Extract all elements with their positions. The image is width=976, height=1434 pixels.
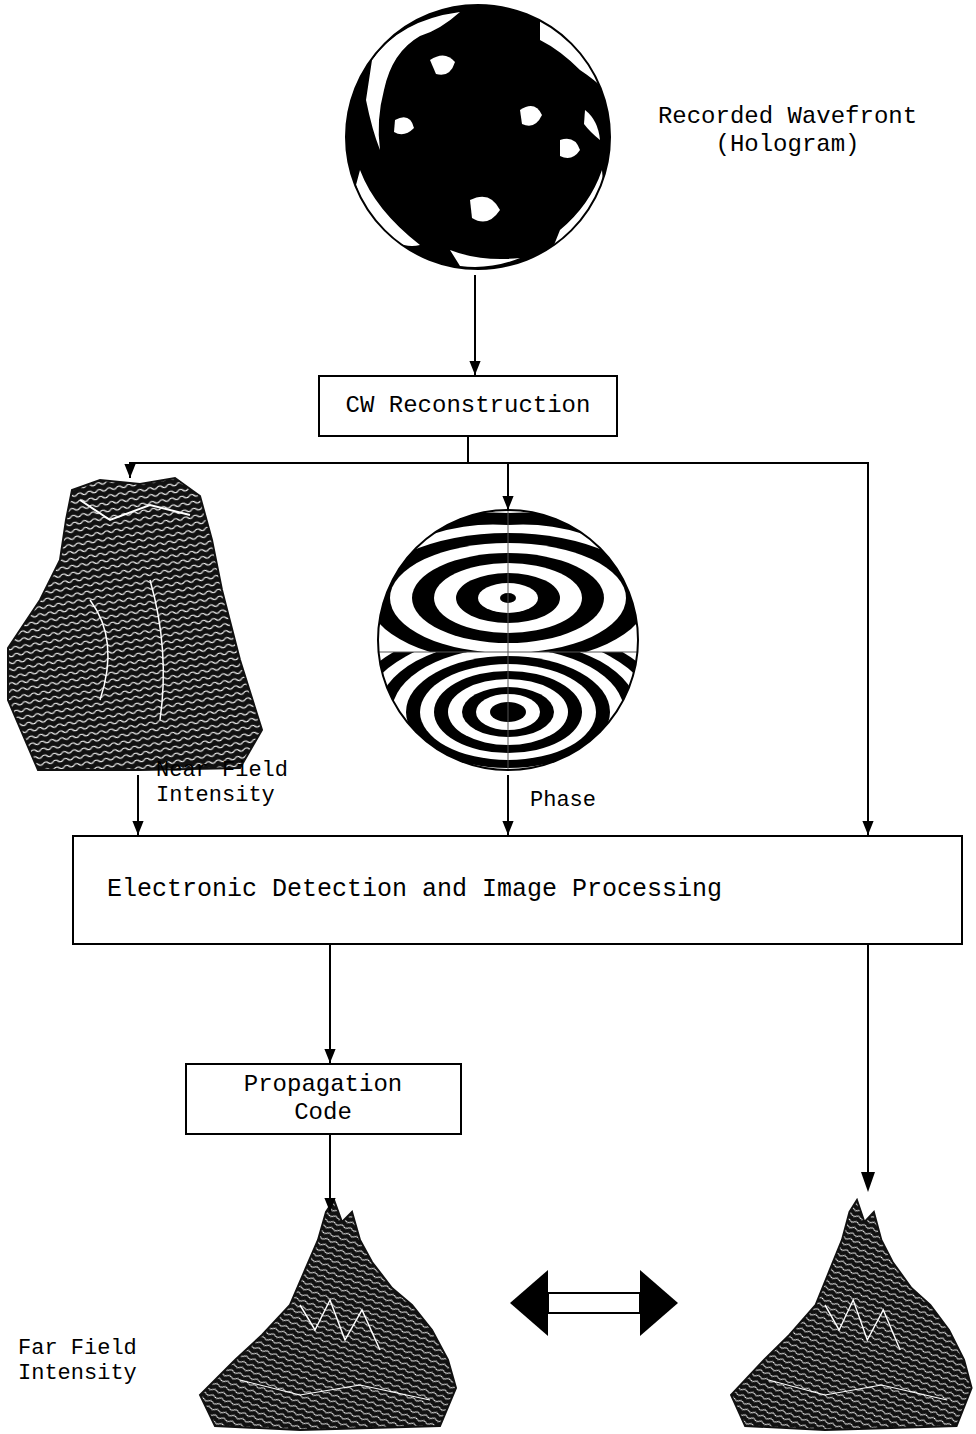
- far-field-plot: [200, 1200, 456, 1430]
- phase-node: Phase: [378, 510, 638, 770]
- process-box: CW Reconstruction: [318, 375, 618, 437]
- flow-arrow: [137, 775, 139, 835]
- box-label: CW Reconstruction: [346, 392, 591, 420]
- box-label: Electronic Detection and Image Processin…: [107, 876, 722, 905]
- figure-caption: Near Field Intensity: [156, 758, 316, 809]
- hologram-node: Recorded Wavefront (Hologram): [346, 5, 610, 269]
- hologram-image: [346, 5, 610, 269]
- figure-caption: Far Field Intensity: [18, 1336, 168, 1387]
- near-field-node: Near Field Intensity: [8, 478, 263, 770]
- far-field-node: Far Field Intensity: [195, 1212, 457, 1432]
- process-box: Electronic Detection and Image Processin…: [72, 835, 963, 945]
- flow-arrow: [329, 1135, 331, 1212]
- far-field-plot: [731, 1200, 972, 1430]
- process-box: Propagation Code: [185, 1063, 462, 1135]
- figure-caption: Phase: [530, 788, 650, 813]
- flow-arrow: [468, 437, 508, 510]
- figure-caption: Recorded Wavefront (Hologram): [640, 103, 935, 158]
- flow-arrow: [507, 775, 509, 835]
- flow-arrow: [130, 437, 468, 478]
- comparison-arrow: [510, 1270, 678, 1336]
- flow-arrow: [329, 945, 331, 1063]
- box-label: Propagation Code: [218, 1071, 428, 1126]
- flow-arrow: [474, 275, 476, 375]
- flow-arrow: [468, 437, 868, 835]
- near-field-plot: [8, 478, 262, 770]
- direct-arrow: [861, 945, 875, 1192]
- phase-map: [322, 510, 694, 814]
